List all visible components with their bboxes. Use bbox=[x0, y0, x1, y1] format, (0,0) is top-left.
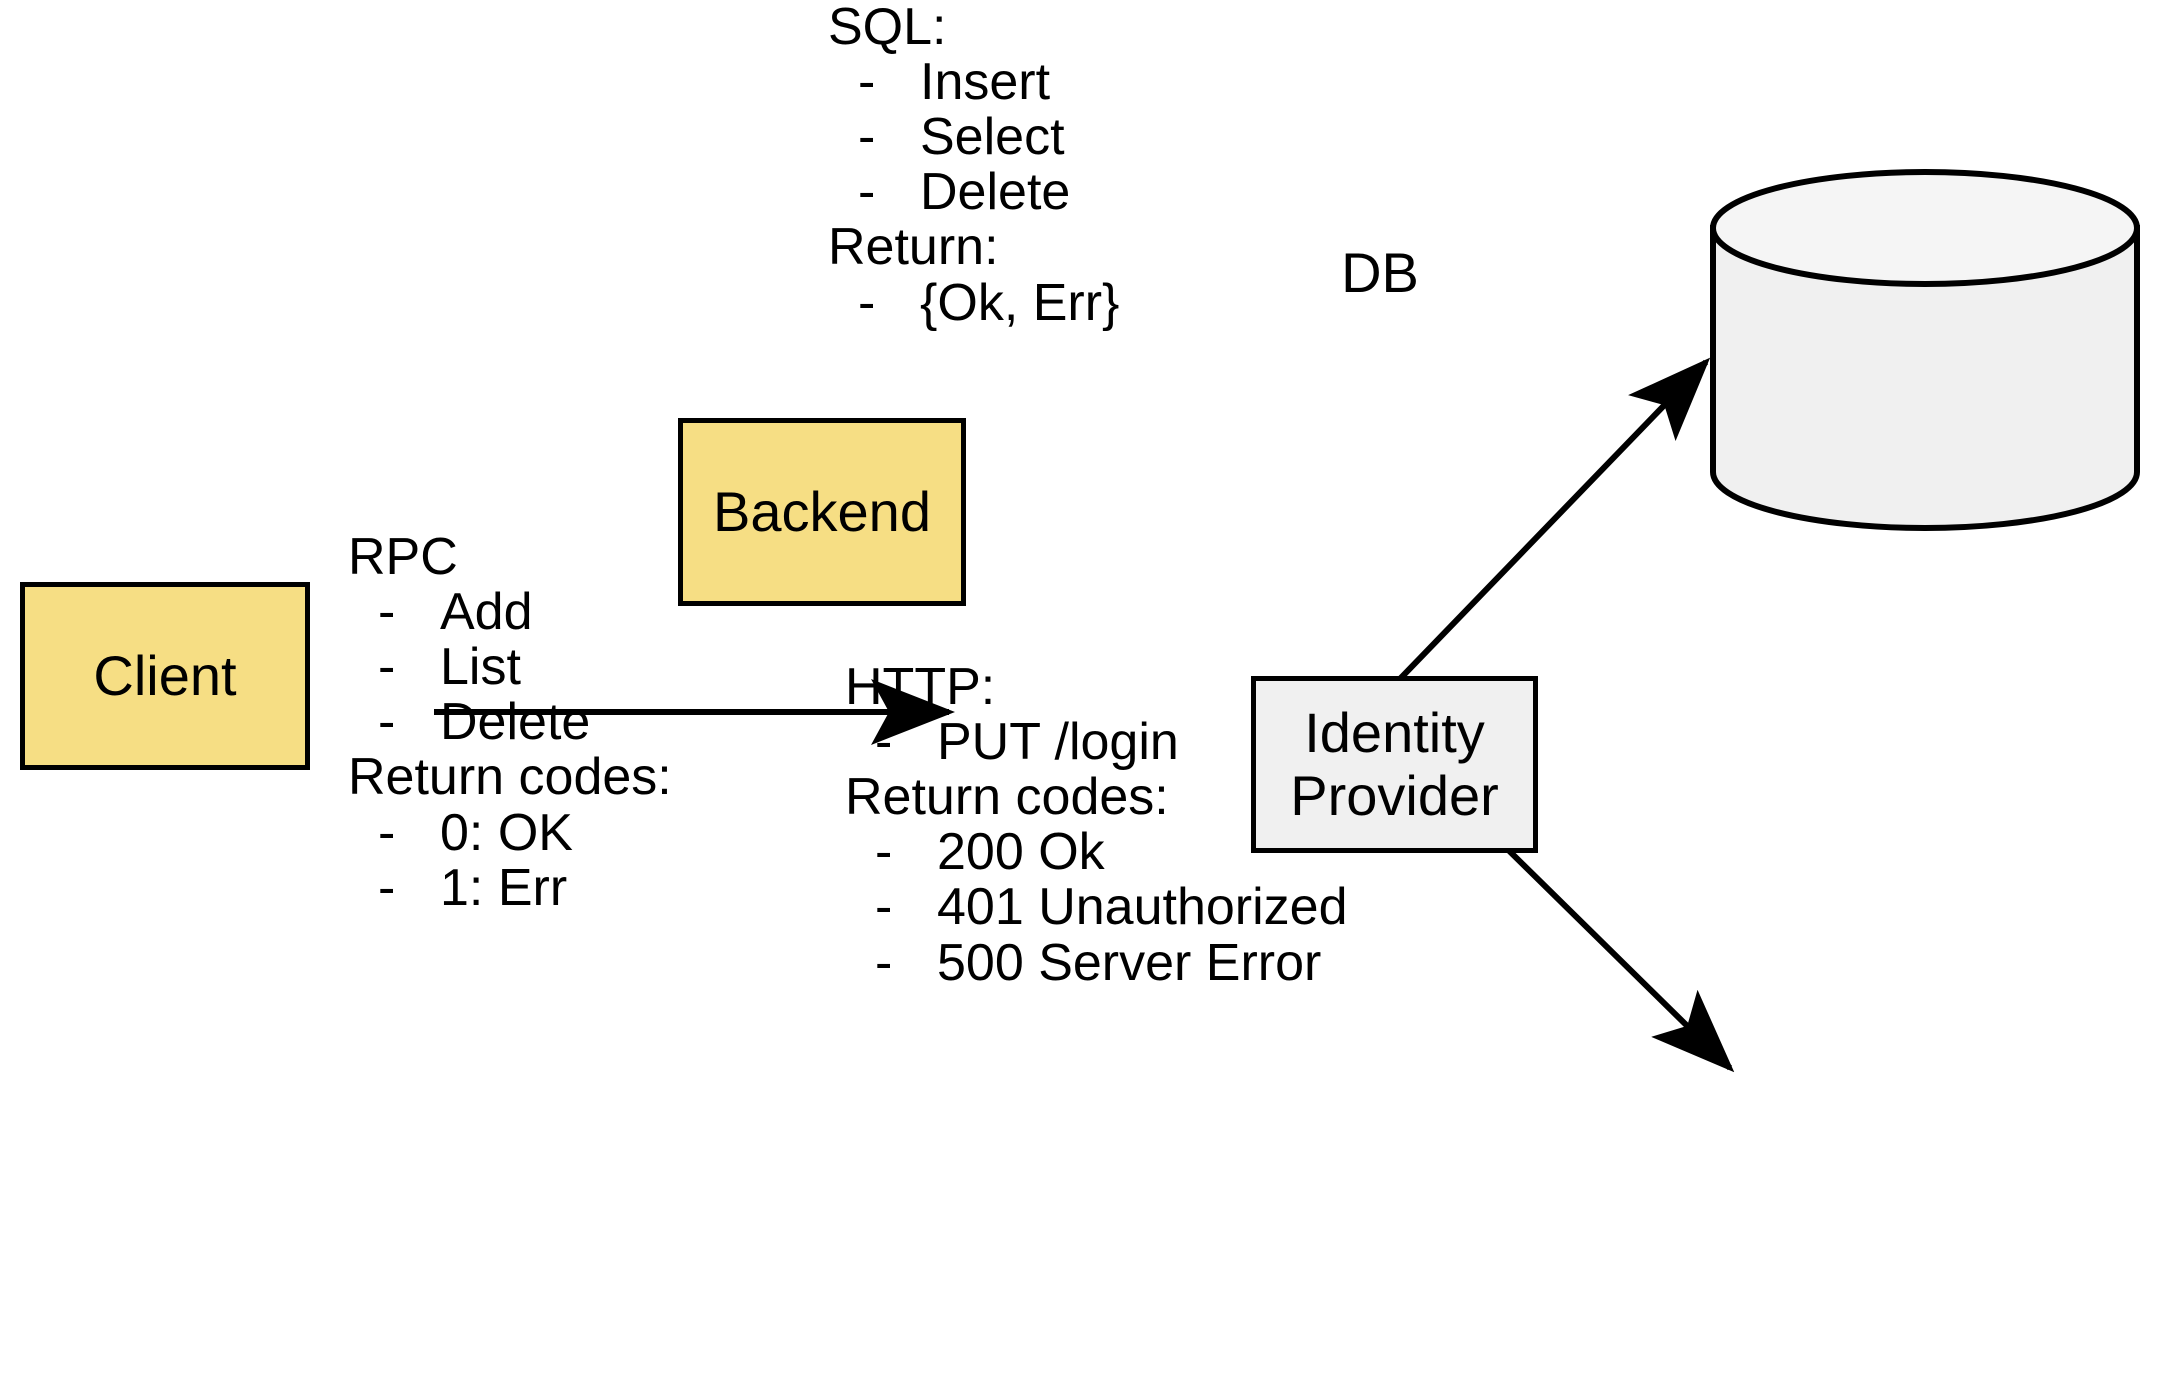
bullet-dash: - bbox=[378, 638, 396, 697]
bullet-dash: - bbox=[858, 273, 876, 332]
node-backend-label: Backend bbox=[713, 479, 931, 543]
bullet-dash: - bbox=[378, 583, 396, 642]
bullet-dash: - bbox=[858, 108, 876, 167]
node-backend[interactable]: Backend bbox=[678, 418, 966, 606]
annotation-http-op-text: PUT /login bbox=[937, 713, 1179, 772]
annotation-sql-op-text: Insert bbox=[920, 53, 1051, 112]
annotation-rpc-return-heading: Return codes: bbox=[348, 748, 672, 807]
bullet-dash: - bbox=[378, 803, 396, 862]
annotation-sql-return-text: {Ok, Err} bbox=[920, 273, 1120, 332]
annotation-rpc-return: -1: Err bbox=[348, 858, 672, 917]
annotation-rpc-heading: RPC bbox=[348, 528, 458, 586]
annotation-http-return: -401 Unauthorized bbox=[845, 880, 1348, 935]
bullet-dash: - bbox=[378, 693, 396, 752]
node-idp-label-wrap: Identity Provider bbox=[1290, 700, 1499, 827]
annotation-sql-op: -Delete bbox=[828, 165, 1119, 220]
bullet-dash: - bbox=[875, 933, 893, 992]
annotation-sql-op-text: Select bbox=[920, 108, 1065, 167]
annotation-http-return: -200 Ok bbox=[845, 825, 1348, 880]
annotation-sql-heading: SQL: bbox=[828, 0, 947, 56]
db-cylinder-shape bbox=[1710, 169, 2140, 531]
node-idp-label-line2: Provider bbox=[1290, 763, 1499, 827]
annotation-http-return-text: 401 Unauthorized bbox=[937, 878, 1348, 937]
annotation-rpc-return: -0: OK bbox=[348, 803, 672, 862]
annotation-http-return-text: 200 Ok bbox=[937, 823, 1105, 882]
annotation-rpc-op-text: List bbox=[440, 638, 521, 697]
annotation-http-return-heading: Return codes: bbox=[845, 768, 1169, 827]
node-db-label: DB bbox=[1341, 241, 1419, 304]
annotation-rpc-op: -Delete bbox=[348, 695, 672, 750]
bullet-dash: - bbox=[858, 53, 876, 112]
node-identity-provider[interactable]: Identity Provider bbox=[1251, 676, 1538, 853]
annotation-rpc-op: -List bbox=[348, 640, 672, 695]
annotation-sql-op-text: Delete bbox=[920, 163, 1071, 222]
annotation-http-op: -PUT /login bbox=[845, 713, 1348, 772]
annotation-rpc-return-text: 0: OK bbox=[440, 803, 573, 862]
edge-backend-to-db bbox=[1365, 357, 1711, 715]
node-client-label: Client bbox=[93, 643, 237, 707]
bullet-dash: - bbox=[875, 823, 893, 882]
bullet-dash: - bbox=[875, 878, 893, 937]
bullet-dash: - bbox=[378, 858, 396, 917]
annotation-rpc-op-text: Delete bbox=[440, 693, 591, 752]
annotation-http-return-text: 500 Server Error bbox=[937, 933, 1322, 992]
annotation-sql-return: -{Ok, Err} bbox=[828, 273, 1120, 332]
annotation-rpc-return-text: 1: Err bbox=[440, 858, 568, 917]
annotation-http-return: -500 Server Error bbox=[845, 933, 1348, 992]
bullet-dash: - bbox=[858, 163, 876, 222]
node-idp-label-line1: Identity bbox=[1304, 700, 1485, 764]
annotation-http-heading: HTTP: bbox=[845, 658, 996, 716]
annotation-sql-return-heading: Return: bbox=[828, 218, 999, 277]
annotation-rpc-op-text: Add bbox=[440, 583, 533, 642]
annotation-rpc: RPC -Add -List -Delete Return codes: -0:… bbox=[348, 528, 672, 917]
annotation-sql: SQL: -Insert -Select -Delete Return: -{O… bbox=[828, 0, 1119, 331]
bullet-dash: - bbox=[875, 713, 893, 772]
annotation-sql-op: -Insert bbox=[828, 53, 1119, 112]
annotation-sql-op: -Select bbox=[828, 110, 1119, 165]
annotation-http: HTTP: -PUT /login Return codes: -200 Ok … bbox=[845, 658, 1348, 992]
node-client[interactable]: Client bbox=[20, 582, 310, 770]
annotation-rpc-op: -Add bbox=[348, 583, 672, 642]
